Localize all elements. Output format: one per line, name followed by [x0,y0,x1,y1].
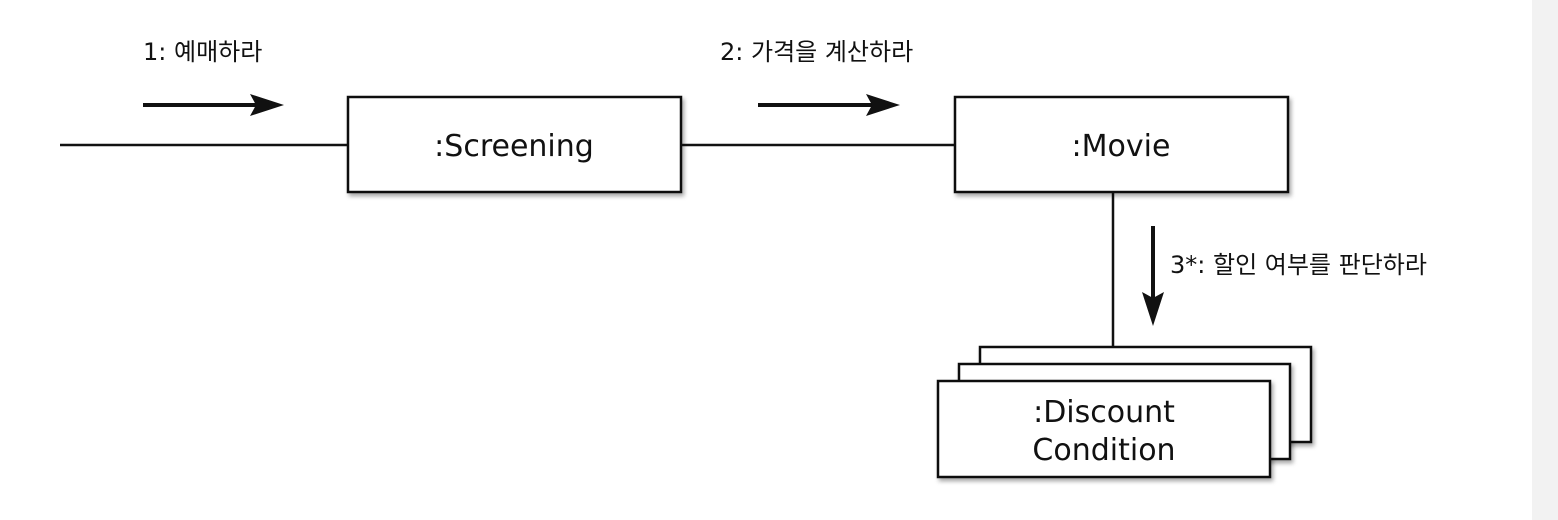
message-1-arrowhead [250,94,284,116]
movie-label: :Movie [1072,129,1171,164]
discount-label-line2: Condition [1032,433,1175,468]
movie-object: :Movie [953,95,1290,194]
message-1-label: 1: 예매하라 [143,38,262,66]
discount-condition-object: :Discount Condition [936,345,1313,479]
discount-label-line1: :Discount [1033,395,1175,430]
message-1: 1: 예매하라 [143,38,284,116]
message-2: 2: 가격을 계산하라 [720,38,913,116]
stack-card-front [936,379,1272,479]
message-3: 3*: 할인 여부를 판단하라 [1142,226,1427,326]
screening-object: :Screening [346,95,683,194]
message-3-label: 3*: 할인 여부를 판단하라 [1170,251,1427,279]
message-2-label: 2: 가격을 계산하라 [720,38,913,66]
screening-label: :Screening [434,129,594,164]
message-2-arrowhead [866,94,900,116]
message-3-arrowhead [1142,292,1164,326]
scrollbar-track [1532,0,1558,520]
